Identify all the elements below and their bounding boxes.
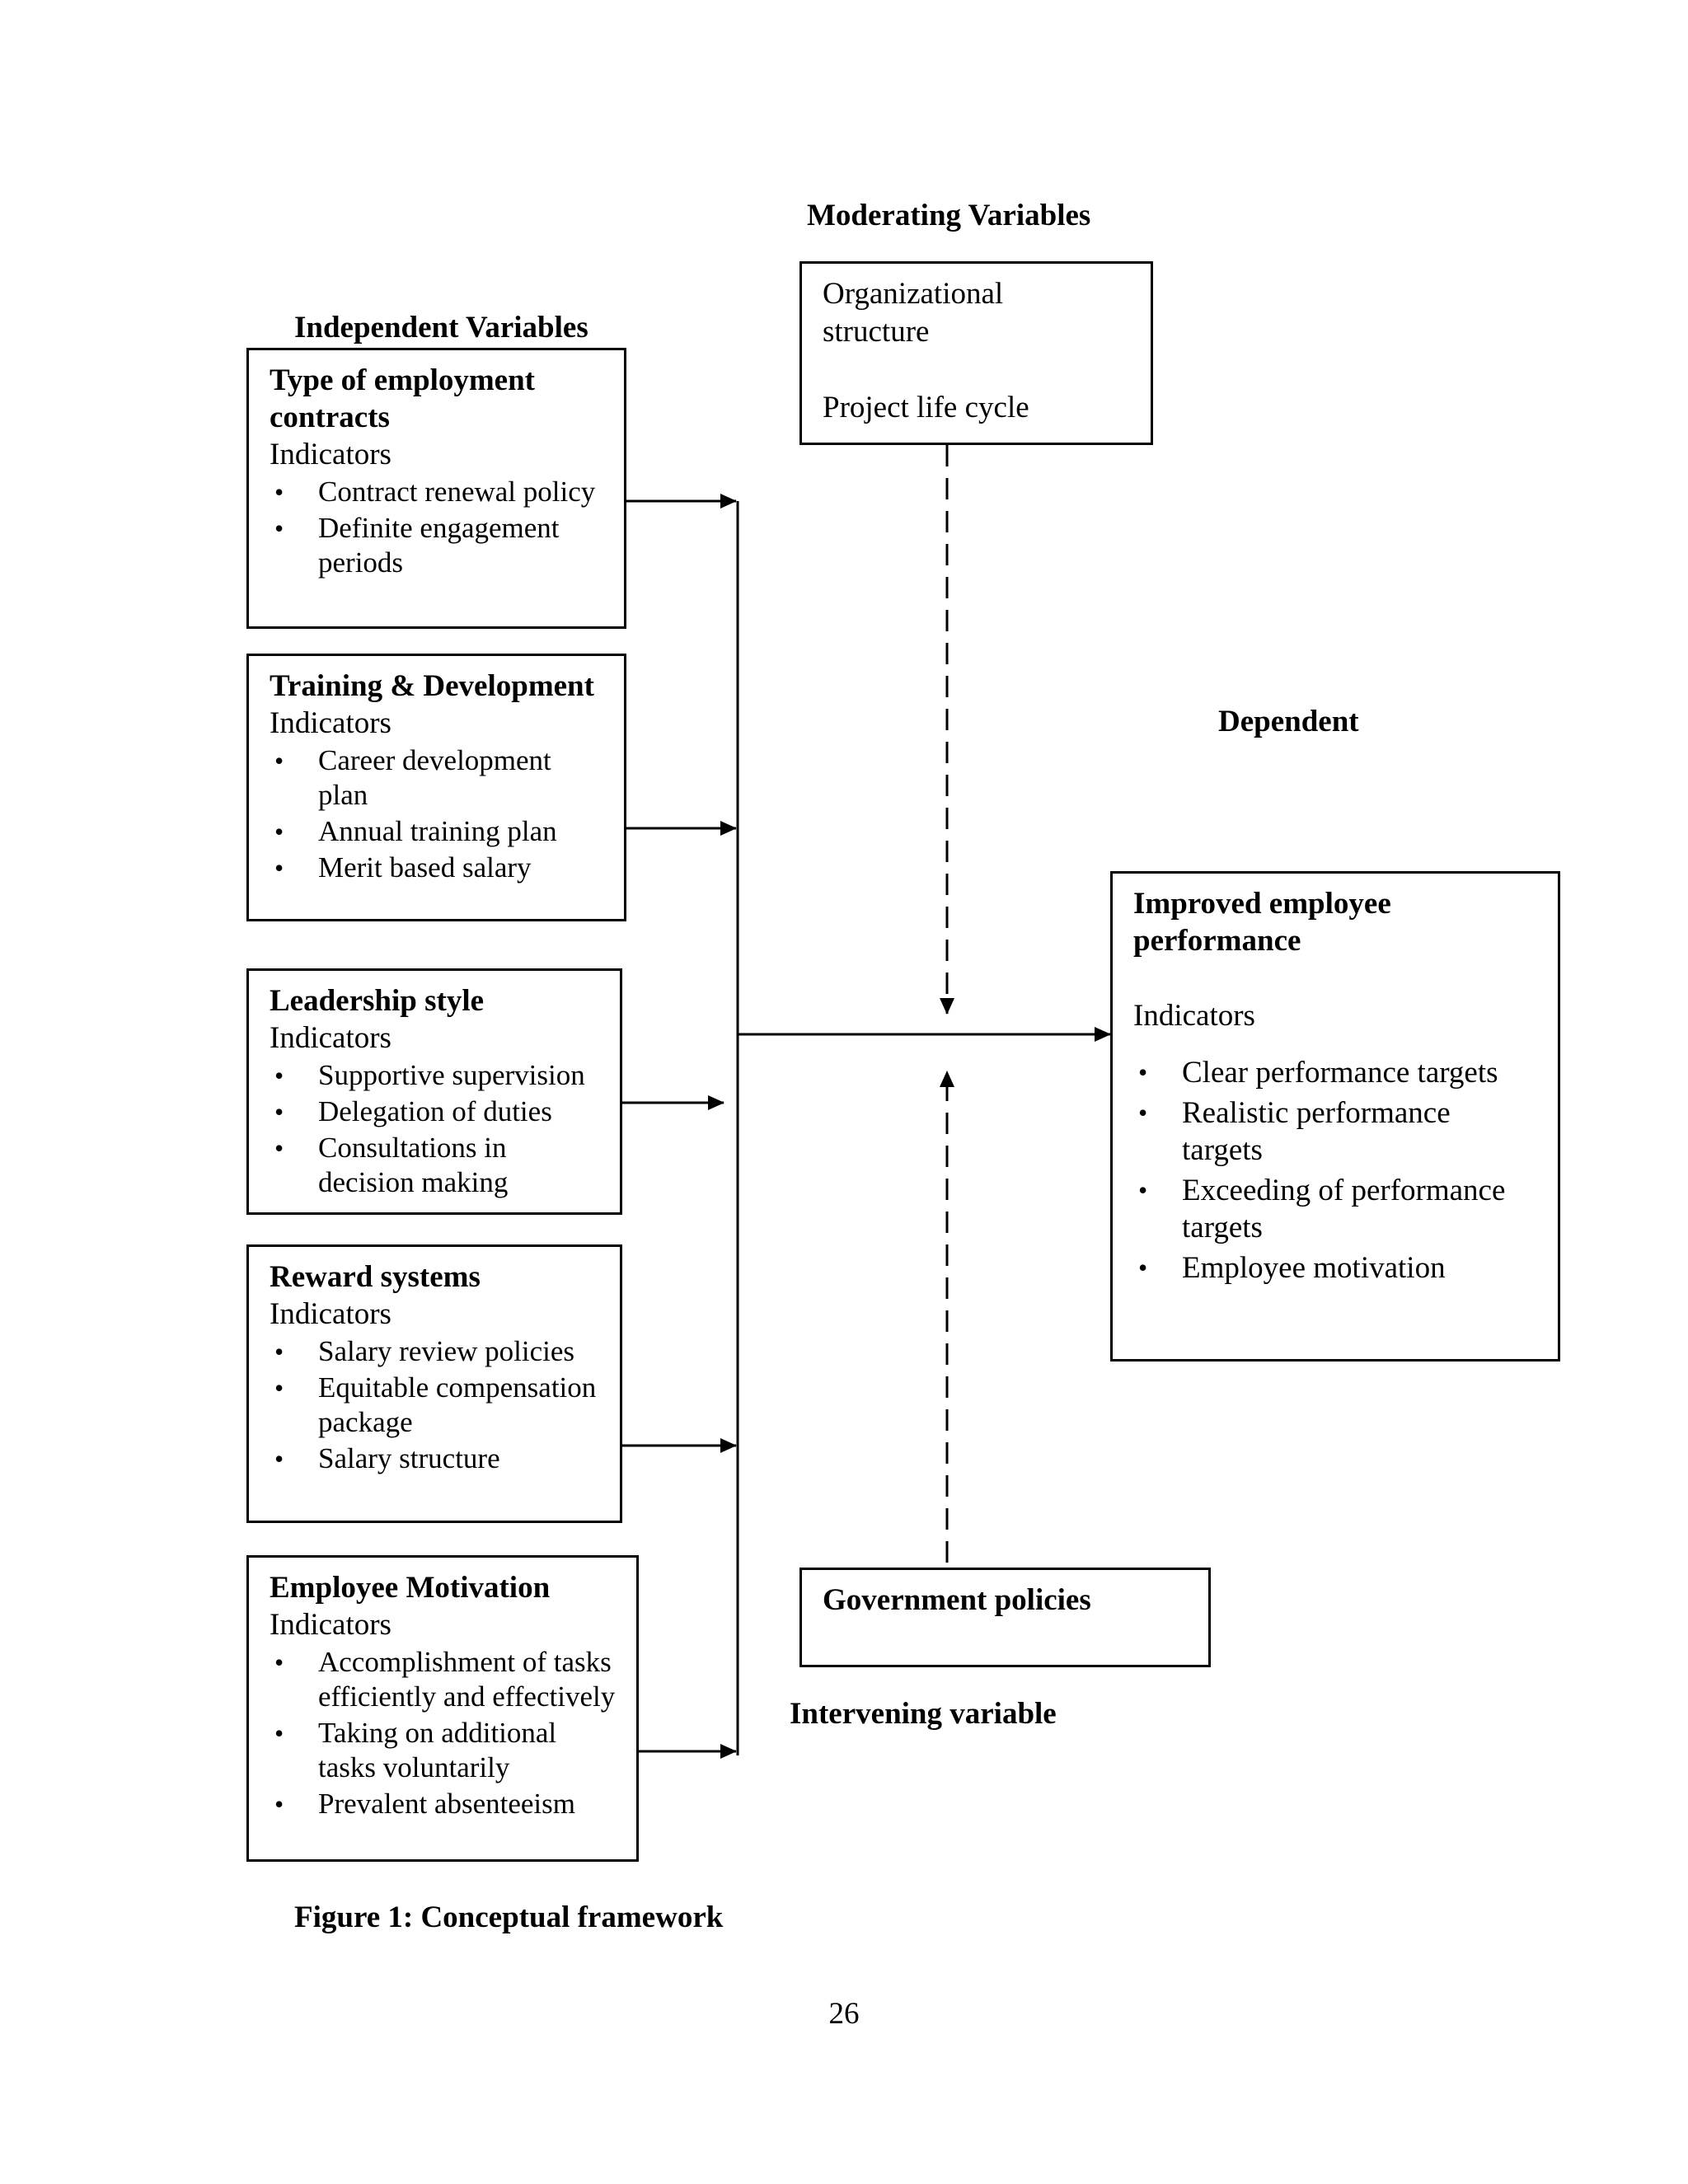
moderating-line-3: Project life cycle [823, 391, 1029, 424]
independent-box-training: Training & Development Indicators • Caree… [246, 654, 626, 921]
bullet-icon: • [274, 1061, 284, 1090]
indicators-label: Indicators [270, 1021, 392, 1055]
list-item: • Contract renewal policy [270, 475, 604, 509]
list-item: • Salary review policies [270, 1334, 600, 1369]
bullet-icon: • [274, 853, 284, 883]
item-text: Prevalent absenteeism [318, 1788, 575, 1820]
item-text: Definite engagement periods [318, 512, 560, 579]
box-title: Type of employment contracts [270, 363, 535, 434]
list-item: • Equitable compensation package [270, 1371, 600, 1440]
list-item: • Employee motivation [1133, 1249, 1538, 1286]
moderating-box: Organizational structure Project life cy… [799, 261, 1153, 445]
item-text: Realistic performance targets [1182, 1096, 1451, 1167]
dependent-box: Improved employee performance Indicators… [1110, 871, 1560, 1361]
intervening-heading: Intervening variable [790, 1697, 1057, 1731]
indicators-label: Indicators [270, 1297, 392, 1331]
item-text: Clear performance targets [1182, 1056, 1498, 1090]
box-title: Government policies [823, 1583, 1091, 1617]
bullet-icon: • [1138, 1098, 1148, 1127]
list-item: • Taking on additional tasks voluntarily [270, 1716, 617, 1785]
list-item: • Realistic performance targets [1133, 1094, 1538, 1169]
list-item: • Prevalent absenteeism [270, 1787, 617, 1821]
box-title: Training & Development [270, 669, 594, 703]
bullet-icon: • [1138, 1175, 1148, 1205]
figure-caption: Figure 1: Conceptual framework [294, 1900, 724, 1934]
list-item: • Salary structure [270, 1441, 600, 1476]
list-item: • Exceeding of performance targets [1133, 1172, 1538, 1246]
item-text: Annual training plan [318, 815, 557, 847]
item-text: Equitable compensation package [318, 1371, 597, 1438]
box-title: Employee Motivation [270, 1571, 551, 1605]
bullet-icon: • [274, 1373, 284, 1403]
indicators-label: Indicators [270, 706, 392, 740]
item-text: Taking on additional tasks voluntarily [318, 1717, 557, 1783]
box-title: Improved employee performance [1133, 887, 1391, 958]
item-text: Contract renewal policy [318, 476, 596, 508]
box-title: Reward systems [270, 1260, 481, 1294]
independent-heading: Independent Variables [294, 311, 588, 344]
bullet-icon: • [274, 1718, 284, 1748]
list-item: • Supportive supervision [270, 1058, 600, 1093]
bullet-icon: • [1138, 1253, 1148, 1282]
page-number: 26 [828, 1997, 860, 2031]
list-item: • Annual training plan [270, 814, 604, 849]
bullet-icon: • [274, 1097, 284, 1127]
moderating-line-2: structure [823, 315, 930, 349]
independent-box-contracts: Type of employment contracts Indicators … [246, 348, 626, 629]
intervening-box: Government policies [799, 1568, 1211, 1667]
item-text: Salary review policies [318, 1335, 575, 1367]
list-item: • Accomplishment of tasks efficiently and… [270, 1645, 617, 1714]
item-text: Accomplishment of tasks efficiently and … [318, 1646, 616, 1713]
bullet-icon: • [274, 1647, 284, 1677]
list-item: • Consultations in decision making [270, 1131, 600, 1200]
independent-box-reward: Reward systems Indicators • Salary review… [246, 1244, 622, 1523]
bullet-icon: • [274, 1133, 284, 1163]
item-text: Consultations in decision making [318, 1132, 509, 1198]
indicators-label: Indicators [1133, 999, 1255, 1033]
bullet-icon: • [274, 817, 284, 846]
item-text: Delegation of duties [318, 1095, 552, 1127]
indicators-label: Indicators [270, 1608, 392, 1642]
bullet-icon: • [274, 477, 284, 507]
item-text: Career development plan [318, 744, 551, 811]
list-item: • Delegation of duties [270, 1094, 600, 1129]
bullet-icon: • [1138, 1057, 1148, 1087]
list-item: • Merit based salary [270, 851, 604, 885]
moderating-heading: Moderating Variables [807, 199, 1091, 232]
indicators-label: Indicators [270, 438, 392, 471]
bullet-icon: • [274, 513, 284, 543]
bullet-icon: • [274, 1444, 284, 1474]
indicator-list: • Salary review policies • Equitable compe… [270, 1334, 600, 1476]
item-text: Salary structure [318, 1442, 500, 1474]
indicator-list: • Contract renewal policy • Definite engag… [270, 475, 604, 580]
item-text: Exceeding of performance targets [1182, 1174, 1506, 1244]
item-text: Supportive supervision [318, 1059, 585, 1091]
dependent-heading: Dependent [1218, 705, 1359, 738]
bullet-icon: • [274, 1337, 284, 1366]
box-title: Leadership style [270, 984, 485, 1018]
bullet-icon: • [274, 746, 284, 776]
list-item: • Career development plan [270, 743, 604, 813]
indicator-list: • Career development plan • Annual trainin… [270, 743, 604, 885]
indicator-list: • Supportive supervision • Delegation of d… [270, 1058, 600, 1200]
indicator-list: • Accomplishment of tasks efficiently and… [270, 1645, 617, 1821]
moderating-line-1: Organizational [823, 277, 1004, 311]
list-item: • Clear performance targets [1133, 1054, 1538, 1091]
independent-box-leadership: Leadership style Indicators • Supportive … [246, 968, 622, 1215]
indicator-list: • Clear performance targets • Realistic pe… [1133, 1054, 1538, 1286]
item-text: Merit based salary [318, 851, 532, 883]
bullet-icon: • [274, 1789, 284, 1819]
independent-box-motivation: Employee Motivation Indicators • Accompli… [246, 1555, 639, 1862]
item-text: Employee motivation [1182, 1251, 1446, 1285]
list-item: • Definite engagement periods [270, 511, 604, 580]
